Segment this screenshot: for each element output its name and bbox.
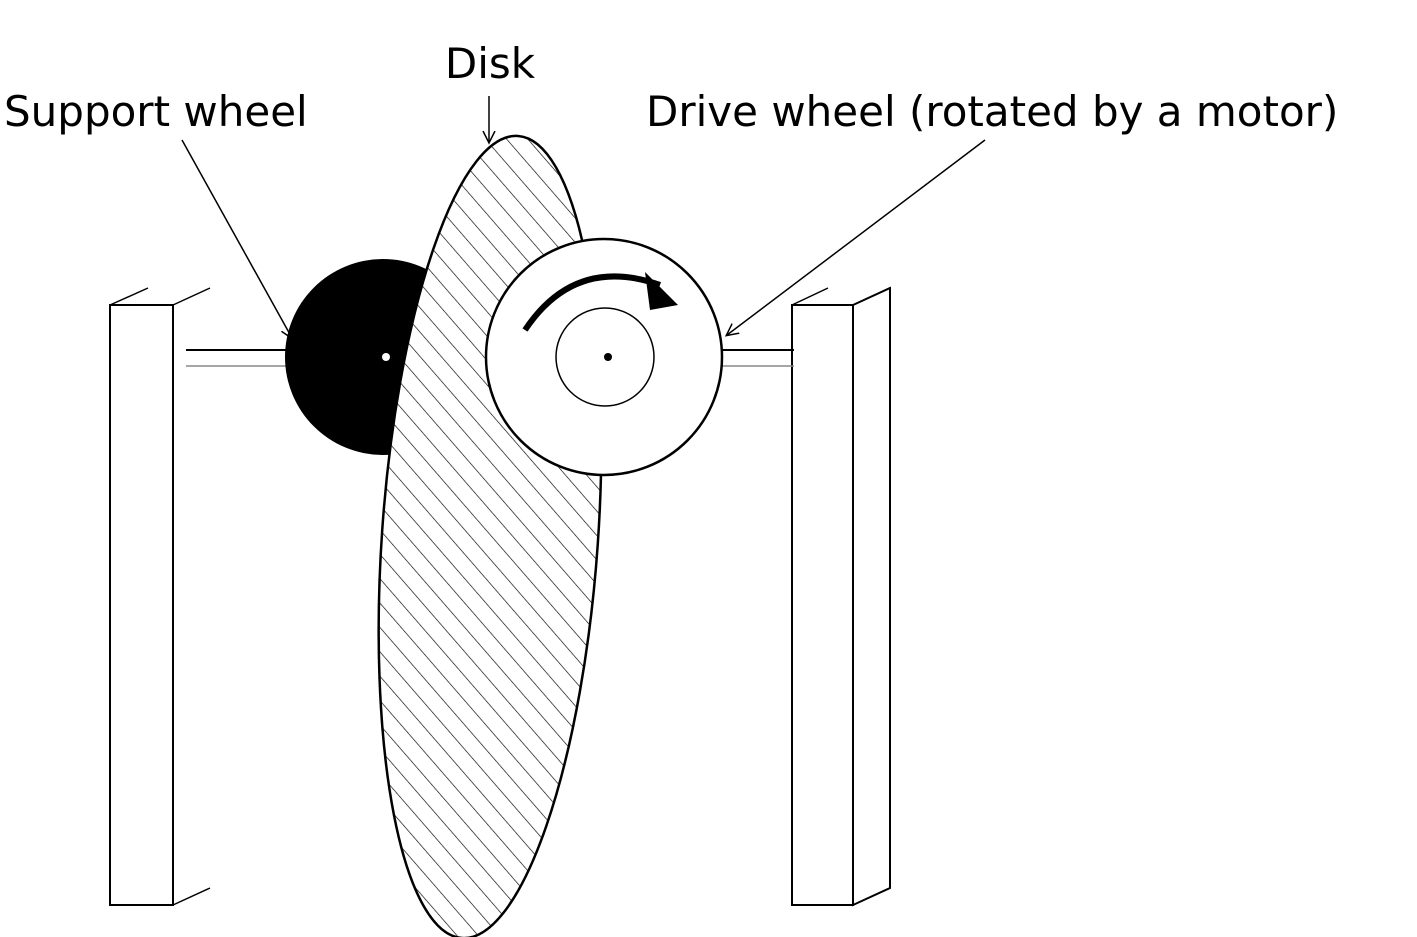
drive-wheel-hub [604, 353, 612, 361]
support-wheel-label: Support wheel [4, 87, 308, 136]
drive-wheel-label: Drive wheel (rotated by a motor) [646, 87, 1338, 136]
right-support-post [791, 286, 891, 907]
support-wheel-leader-line [181, 139, 292, 338]
left-axle [186, 349, 292, 367]
left-support-post [109, 287, 211, 906]
drive-wheel-leader-line [727, 139, 986, 335]
right-axle [722, 349, 794, 367]
clockwise-arrow-icon [522, 272, 678, 332]
disk-label: Disk [445, 39, 536, 88]
